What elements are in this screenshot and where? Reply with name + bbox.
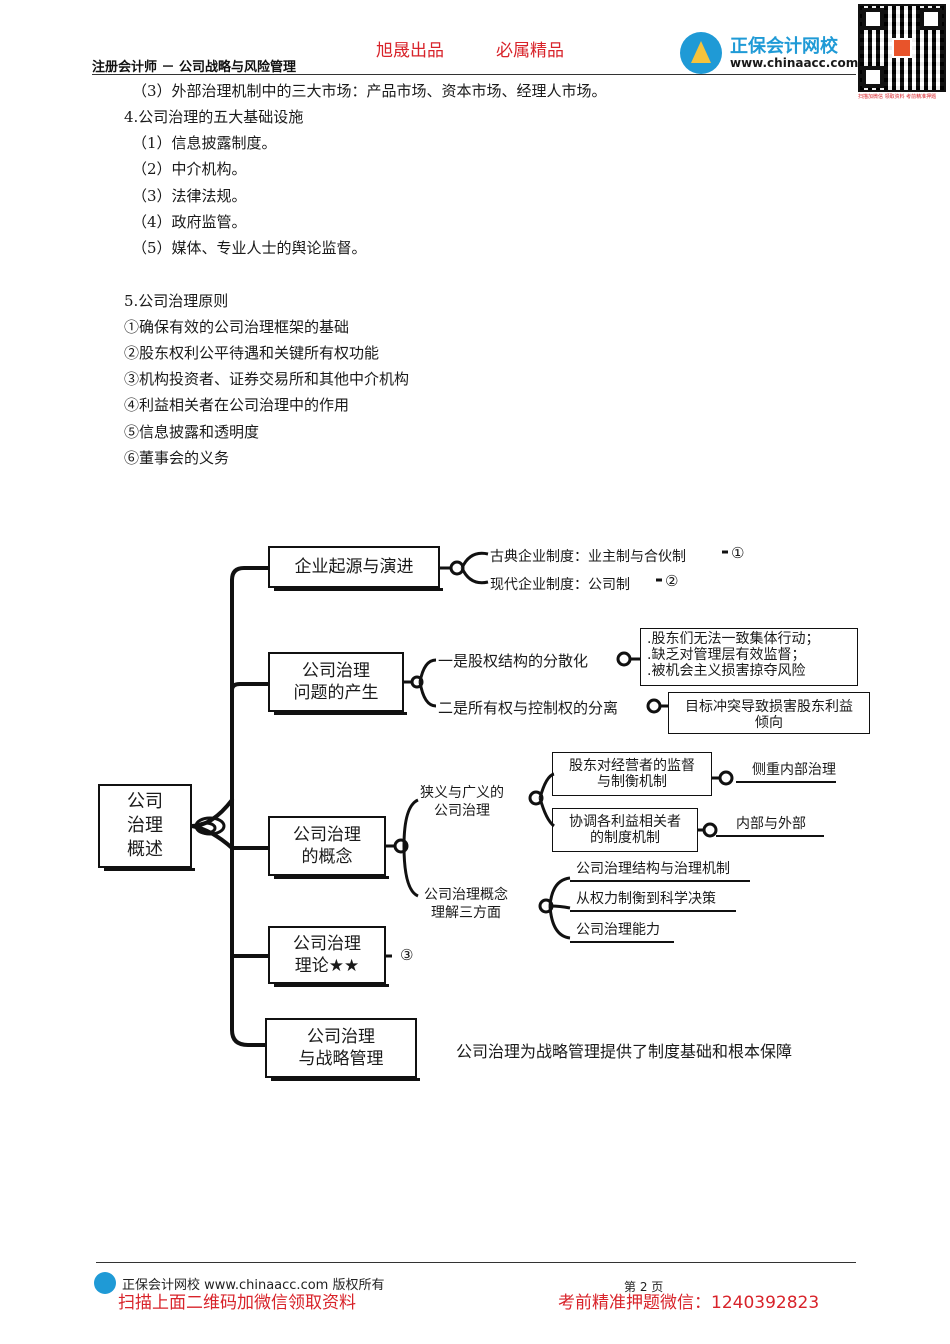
- sub-narrow-broad: 狭义与广义的 公司治理: [420, 785, 504, 819]
- promo-scan-qr: 扫描上面二维码加微信领取资料: [118, 1293, 356, 1313]
- body-line: ⑥董事会的义务: [124, 449, 230, 467]
- header-title: 注册会计师 － 公司战略与风险管理: [92, 60, 297, 75]
- mindmap-branch-concept: 公司治理 的概念: [268, 816, 389, 879]
- body-line: ③机构投资者、证券交易所和其他中介机构: [124, 370, 410, 388]
- header-divider: [92, 74, 856, 75]
- footer-logo-icon: [94, 1272, 116, 1294]
- mindmap-branch-strategy: 公司治理 与战略管理: [265, 1018, 420, 1081]
- body-line: ④利益相关者在公司治理中的作用: [124, 396, 350, 414]
- sub-separation-ownership-control: 二是所有权与控制权的分离: [438, 699, 619, 717]
- body-line: （3）法律法规。: [132, 187, 247, 205]
- note-internal: 侧重内部治理: [736, 759, 836, 783]
- body-line: （1）信息披露制度。: [132, 134, 277, 152]
- qr-caption: 扫描加微信 领取资料 考前精准押题: [858, 94, 937, 100]
- detail-supervision: 股东对经营者的监督 与制衡机制: [552, 752, 712, 796]
- body-line: （4）政府监管。: [132, 213, 247, 231]
- body-line: ⑤信息披露和透明度: [124, 423, 260, 441]
- qr-finder: [862, 66, 884, 88]
- sub-three-aspects: 公司治理概念 理解三方面: [424, 887, 508, 921]
- footer-copyright: 正保会计网校 www.chinaacc.com 版权所有: [122, 1278, 385, 1293]
- detail-dispersed-ownership: .股东们无法一致集体行动； .缺乏对管理层有效监督； .被机会主义损害掠夺风险: [640, 628, 858, 686]
- mindmap-branch-problem: 公司治理 问题的产生: [268, 652, 407, 715]
- body-line: （2）中介机构。: [132, 160, 247, 178]
- sub-dispersed-ownership: 一是股权结构的分散化: [438, 652, 589, 670]
- brand-logo-icon: [680, 32, 722, 74]
- promo-wechat: 考前精准押题微信：1240392823: [558, 1293, 820, 1313]
- mindmap-branch-theory: 公司治理 理论★★: [268, 926, 389, 987]
- aspect-capability: 公司治理能力: [570, 919, 674, 943]
- brand-logo[interactable]: 正保会计网校 www.chinaacc.com: [680, 30, 859, 76]
- detail-stakeholders: 协调各利益相关者 的制度机制: [552, 808, 698, 852]
- mindmap-root: 公司 治理 概述: [98, 784, 195, 871]
- brand-url[interactable]: www.chinaacc.com: [730, 56, 859, 70]
- leaf-modern-enterprise: 现代企业制度：公司制: [490, 577, 630, 593]
- mindmap-branch-origin: 企业起源与演进: [268, 546, 443, 591]
- strategy-note: 公司治理为战略管理提供了制度基础和根本保障: [456, 1042, 793, 1061]
- detail-separation: 目标冲突导致损害股东利益 倾向: [668, 692, 870, 734]
- leaf-mark: ②: [665, 572, 679, 590]
- header-slogan-right: 必属精品: [496, 41, 564, 61]
- qr-logo-icon: [892, 38, 912, 58]
- leaf-mark: ①: [731, 544, 745, 562]
- header-slogan-left: 旭晟出品: [376, 41, 444, 61]
- aspect-structure: 公司治理结构与治理机制: [570, 858, 750, 882]
- section-heading: 5.公司治理原则: [124, 292, 229, 310]
- theory-mark: ③: [400, 946, 414, 964]
- qr-code-icon[interactable]: [858, 4, 946, 92]
- page-number: 第 2 页: [624, 1280, 664, 1294]
- note-internal-external: 内部与外部: [716, 813, 824, 837]
- leaf-classical-enterprise: 古典企业制度：业主制与合伙制: [490, 549, 686, 565]
- body-line: ②股东权利公平待遇和关键所有权功能: [124, 344, 380, 362]
- body-line: （3）外部治理机制中的三大市场：产品市场、资本市场、经理人市场。: [132, 82, 607, 100]
- qr-finder: [920, 8, 942, 30]
- aspect-decision: 从权力制衡到科学决策: [570, 888, 736, 912]
- body-line: ①确保有效的公司治理框架的基础: [124, 318, 350, 336]
- qr-finder: [862, 8, 884, 30]
- brand-name: 正保会计网校: [730, 36, 838, 57]
- footer-divider: [96, 1262, 856, 1263]
- body-line: （5）媒体、专业人士的舆论监督。: [132, 239, 367, 257]
- section-heading: 4.公司治理的五大基础设施: [124, 108, 304, 126]
